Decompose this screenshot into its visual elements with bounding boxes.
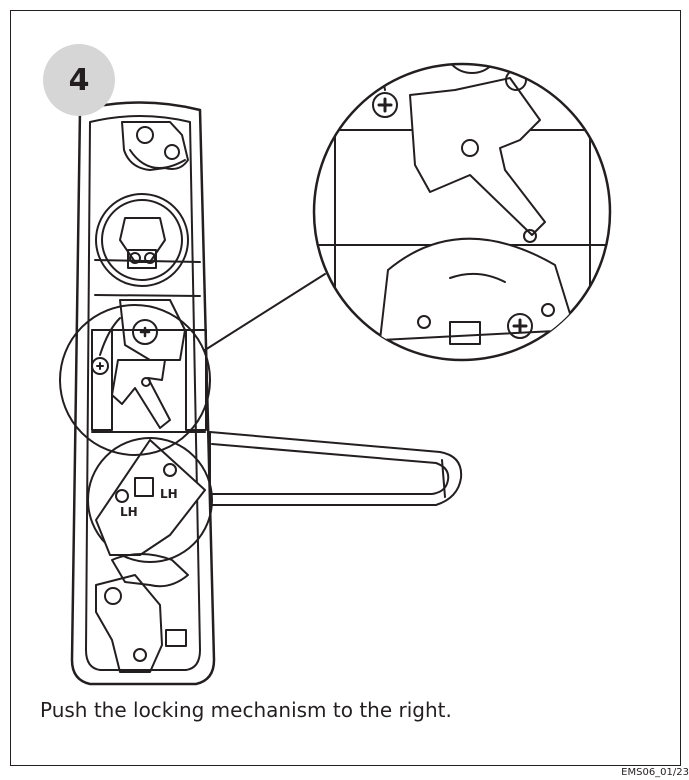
step-badge: 4	[43, 44, 115, 116]
lower-cam: LH LH	[87, 437, 213, 588]
callout-circle	[59, 304, 211, 456]
step-number: 4	[68, 62, 90, 98]
handing-label-left: LH	[120, 505, 138, 519]
document-code: EMS06_01/23	[621, 767, 689, 778]
locking-mechanism-small	[91, 299, 186, 429]
detail-view	[312, 62, 612, 362]
instruction-caption: Push the locking mechanism to the right.	[40, 698, 452, 722]
top-cam	[121, 121, 189, 171]
callout-line	[204, 273, 326, 351]
upper-cylinder	[95, 193, 189, 287]
lever-handle	[209, 431, 463, 506]
bottom-cam	[95, 574, 187, 673]
handing-label-right: LH	[160, 487, 178, 501]
